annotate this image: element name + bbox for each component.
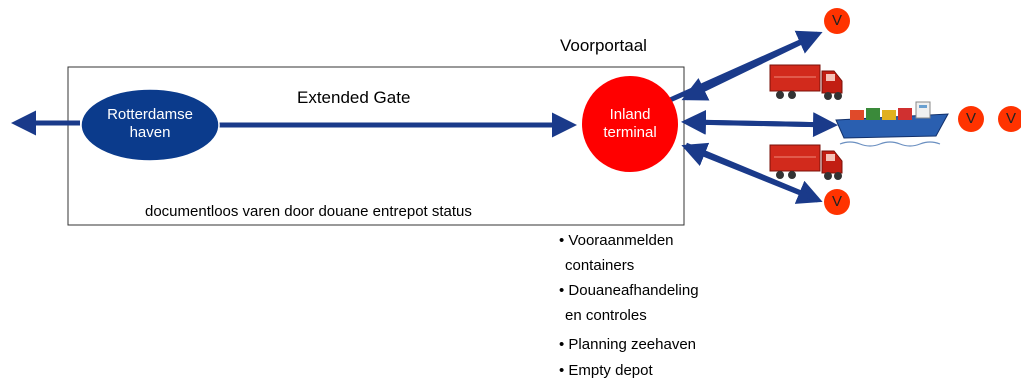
extended-gate-label: Extended Gate — [297, 88, 411, 107]
rotterdam-label: Rotterdamse haven — [100, 106, 200, 142]
rotterdam-node — [80, 88, 220, 162]
service-item-continued: containers — [565, 257, 635, 274]
arrow-down-return — [681, 142, 819, 203]
inland-terminal-label-line1: Inland — [609, 106, 651, 123]
status-text: documentloos varen door douane entrepot … — [145, 203, 472, 220]
rotterdam-label-line1: Rotterdamse — [107, 106, 193, 123]
v-marker: V — [998, 106, 1021, 132]
service-item: • Empty depot — [559, 362, 653, 379]
service-item: • Planning zeehaven — [559, 336, 697, 353]
voorportaal-label: Voorportaal — [560, 36, 647, 55]
v-marker: V — [824, 8, 850, 34]
v-marker: V — [824, 189, 850, 215]
rotterdam-label-line2: haven — [129, 124, 171, 141]
v-marker: V — [958, 106, 984, 132]
service-item: • Vooraanmelden — [559, 232, 674, 249]
service-item-continued: en controles — [565, 307, 647, 324]
inland-terminal-node — [582, 76, 678, 172]
inland-terminal-label-line2: terminal — [603, 124, 657, 141]
truck-icon — [769, 64, 843, 100]
truck-icon — [769, 144, 843, 180]
service-item: • Douaneafhandeling — [559, 282, 699, 299]
arrow-up-return — [681, 31, 820, 101]
arrow-ship-in — [681, 109, 834, 135]
ship-icon — [835, 101, 949, 147]
inland-terminal-label: Inland terminal — [586, 106, 674, 142]
